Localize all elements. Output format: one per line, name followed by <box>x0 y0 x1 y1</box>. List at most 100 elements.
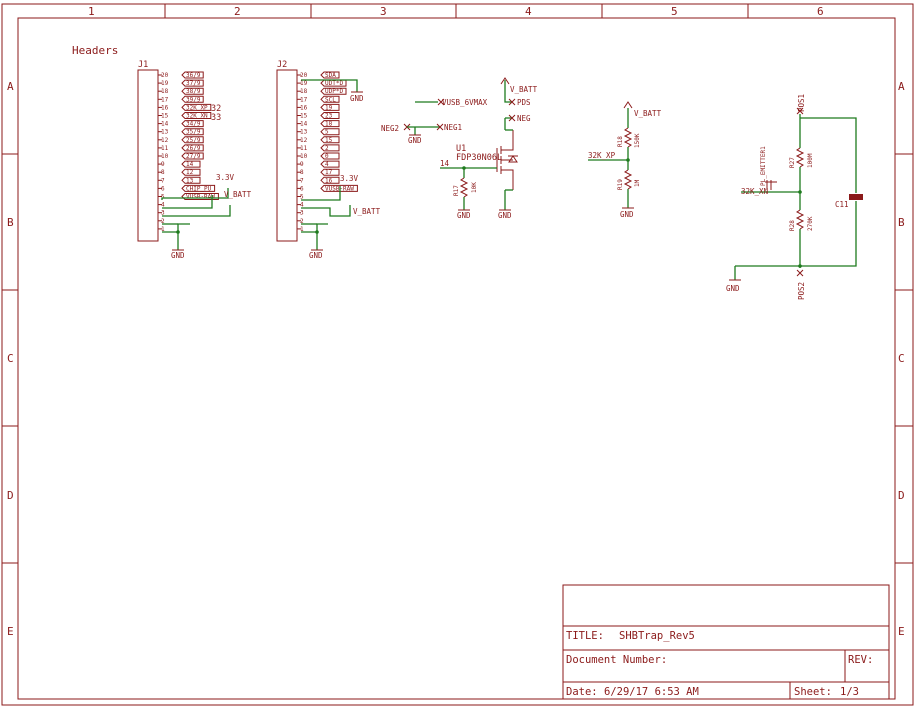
j1-net-label: VUSB-RAW <box>181 193 219 201</box>
title-value: SHBTrap_Rev5 <box>619 630 695 642</box>
j1-net-label: CHIP_PU <box>181 184 216 192</box>
r27-value-label: 100M <box>807 153 814 168</box>
j2-pin-number: 16 <box>300 104 308 111</box>
j2-net-label: 0 <box>320 152 340 160</box>
j2-pin-number: 9 <box>300 161 304 168</box>
j2-net-text: 19 <box>325 104 333 111</box>
j2-pin-number: 15 <box>300 113 308 120</box>
r17-ref-label: R17 <box>453 185 460 196</box>
j1-net-text: 37/9 <box>186 80 201 87</box>
j2-ref-label: J2 <box>277 60 287 70</box>
j1-net-text: 32K_XN <box>186 113 208 120</box>
c11-capacitor <box>849 194 863 200</box>
j2-net-flag <box>320 184 358 192</box>
j2-pin-number: 3 <box>300 210 304 217</box>
sheet-label: Sheet: <box>794 686 832 698</box>
j1-net-text: VUSB-RAW <box>186 194 215 201</box>
gnd-div-label: GND <box>620 210 634 219</box>
j2-net-text: 4 <box>325 161 329 168</box>
mosfet-section[interactable]: VUSB_6VMAX V_BATT PDS NEG NEG2 NEG1 GND … <box>381 77 538 220</box>
j1-pin-number: 11 <box>161 145 169 152</box>
gnd-emitter-label: GND <box>726 284 740 293</box>
j2-net-label: 4 <box>320 160 340 168</box>
j1-pin-number: 4 <box>161 202 165 209</box>
j2-pin-number: 18 <box>300 88 308 95</box>
gnd-q-label: GND <box>498 211 512 220</box>
j2-net-label: 15 <box>320 136 340 144</box>
title-block: TITLE: SHBTrap_Rev5 Document Number: REV… <box>562 584 890 700</box>
j2-pin-number: 1 <box>300 226 304 233</box>
j2-net-label: 17 <box>320 168 340 176</box>
row-label: D <box>898 489 905 502</box>
j2-net-text: 17 <box>325 169 333 176</box>
row-label: A <box>898 80 905 93</box>
j2-net-flag <box>320 168 340 176</box>
r27-ref-label: R27 <box>789 157 796 168</box>
row-label: E <box>898 625 905 638</box>
j2-net-flag <box>320 103 340 111</box>
j1-net-label: 27/9 <box>181 152 204 160</box>
j1-net-label: 12 <box>181 168 201 176</box>
row-label: B <box>7 216 14 229</box>
j2-net-label: 18 <box>320 120 340 128</box>
r28-ref-label: R28 <box>789 220 796 231</box>
j2-net-text: 23 <box>325 113 333 120</box>
column-labels: 1 2 3 4 5 6 <box>88 5 824 18</box>
j2-net-text: 5 <box>325 129 329 136</box>
j1-pin-number: 6 <box>161 185 165 192</box>
j2-3v3-label: 3.3V <box>340 174 359 183</box>
j1-net-label: 36/9 <box>181 71 204 79</box>
emitter-section[interactable]: POS1 R27 100M 32K_XN PL_EMITTER1 R28 270… <box>726 94 863 300</box>
j1-pin-number: 16 <box>161 104 169 111</box>
row-label: C <box>7 352 14 365</box>
j1-net-label: 14 <box>181 160 201 168</box>
j1-net-label: 37/9 <box>181 79 204 87</box>
j1-pin-number: 1 <box>161 226 165 233</box>
j1-net-text: 25/9 <box>186 137 201 144</box>
c11-ref-label: C11 <box>835 200 849 209</box>
j2-pin-number: 12 <box>300 137 308 144</box>
j1-pin-number: 13 <box>161 129 169 136</box>
j1-net-label: 32K_XP <box>181 103 212 111</box>
j1-pin-number: 10 <box>161 153 169 160</box>
pos2-label: POS2 <box>797 282 806 300</box>
column-label: 2 <box>234 5 241 18</box>
divider-section[interactable]: V_BATT R18 150K 32K_XP R19 1M GND <box>588 101 662 219</box>
j1-label-33: 33 <box>211 113 221 123</box>
j2-pin-number: 10 <box>300 153 308 160</box>
j1-net-flag <box>181 95 204 103</box>
j1-pin-number: 19 <box>161 80 169 87</box>
j2-net-text: UDT*D <box>325 80 343 87</box>
j1-net-flag <box>181 136 204 144</box>
j2-net-text: 18 <box>325 121 333 128</box>
j1-pin-number: 14 <box>161 121 169 128</box>
row-labels: A B C D E A B C D E <box>7 80 905 638</box>
j2-body <box>276 69 298 242</box>
j1-net-label: 39/9 <box>181 95 204 103</box>
j2-pin-number: 13 <box>300 129 308 136</box>
32k-xp-net-label: 32K_XP <box>588 151 616 160</box>
j1-pin-number: 3 <box>161 210 165 217</box>
emitter-ref-label: PL_EMITTER1 <box>760 146 767 186</box>
j2-net-flag <box>320 144 340 152</box>
j1-net-flag <box>181 168 201 176</box>
j2-net-label: 16 <box>320 176 340 184</box>
date-value: 6/29/17 6:53 AM <box>604 686 699 698</box>
j2-net-flag <box>320 71 340 79</box>
j1-net-flag <box>181 184 216 192</box>
j2-pin-number: 4 <box>300 202 304 209</box>
j1-body <box>137 69 159 242</box>
j2-net-flag <box>320 152 340 160</box>
pds-label: PDS <box>517 98 531 107</box>
j1-vbatt-label: V_BATT <box>224 190 252 199</box>
r19-value-label: 1M <box>634 179 641 187</box>
j1-net-flag <box>181 144 204 152</box>
row-label: B <box>898 216 905 229</box>
j2-pin-number: 20 <box>300 72 308 79</box>
column-label: 5 <box>671 5 678 18</box>
j1-net-flag <box>181 87 204 95</box>
j1-pin-number: 7 <box>161 177 165 184</box>
